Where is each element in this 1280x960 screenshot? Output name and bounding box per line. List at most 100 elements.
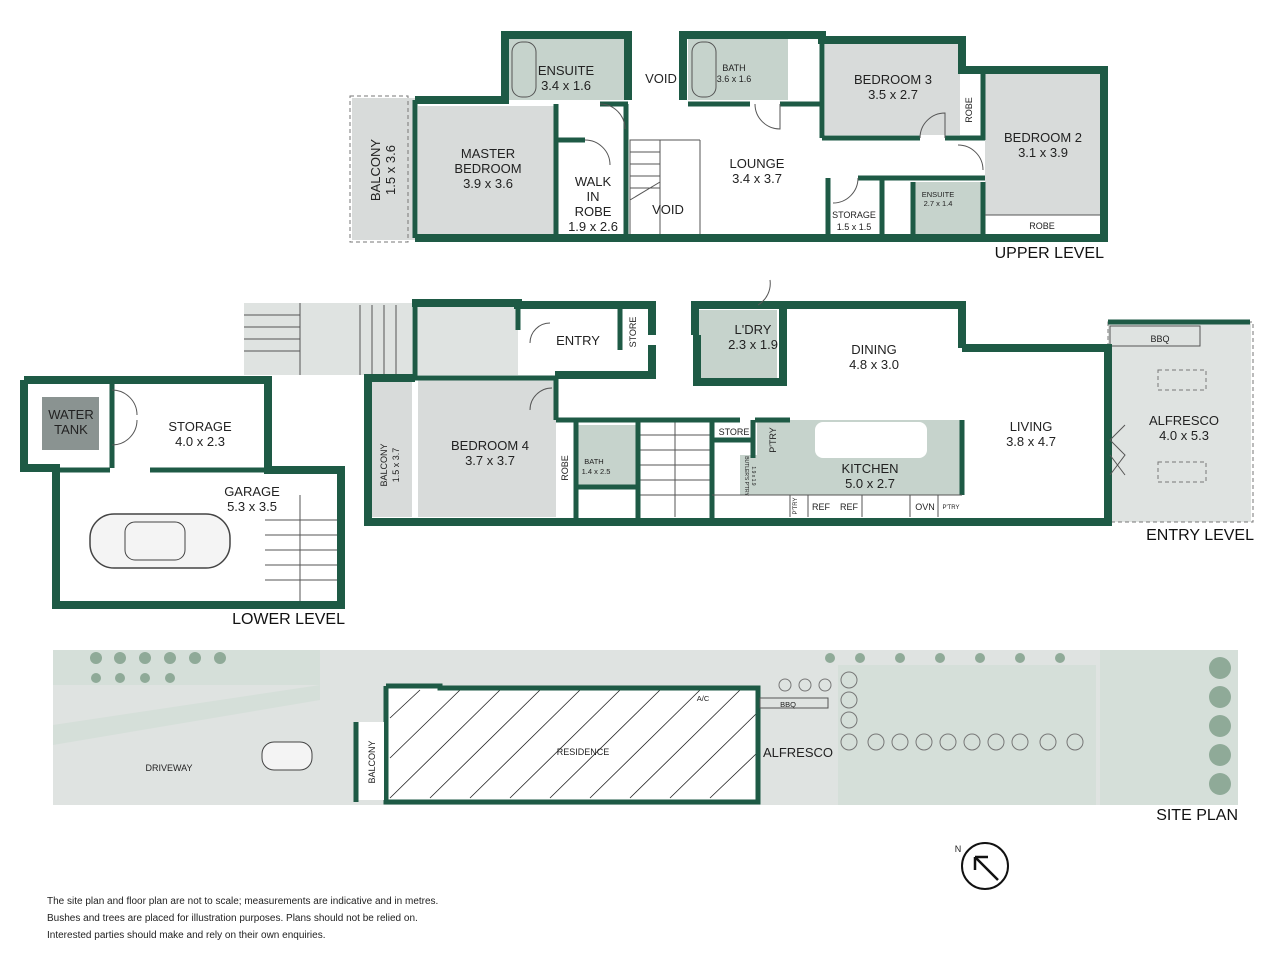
wir-label: WALK (575, 174, 612, 189)
wir-label-2: IN (587, 189, 600, 204)
master-bedroom-label-2: BEDROOM (454, 161, 521, 176)
bedroom2-label: BEDROOM 2 (1004, 130, 1082, 145)
entry-stairs (640, 419, 710, 517)
alfresco-label: ALFRESCO (1149, 413, 1219, 428)
north-label: N (955, 844, 962, 854)
compass: N (955, 842, 1009, 890)
garage-label: GARAGE (224, 484, 280, 499)
bedroom3-label: BEDROOM 3 (854, 72, 932, 87)
ensuite2-dims: 2.7 x 1.4 (924, 199, 953, 208)
upper-stairs (629, 139, 701, 236)
kitchen-dims: 5.0 x 2.7 (845, 476, 895, 491)
store-label: STORE (628, 317, 638, 348)
entry-balcony-room (370, 380, 412, 517)
water-tank-label: WATER (48, 407, 94, 422)
disclaimer: The site plan and floor plan are not to … (47, 893, 438, 944)
ensuite-dims: 3.4 x 1.6 (541, 78, 591, 93)
living-dims: 3.8 x 4.7 (1006, 434, 1056, 449)
bedroom3-room (825, 42, 960, 135)
water-tank-label-2: TANK (54, 422, 88, 437)
ensuite-room (505, 35, 628, 100)
pantry-label: P'TRY (793, 497, 799, 514)
lounge-label: LOUNGE (730, 156, 785, 171)
driveway-label: DRIVEWAY (145, 763, 192, 773)
upper-level-title: UPPER LEVEL (995, 245, 1104, 262)
robe-label: ROBE (964, 97, 974, 123)
master-bedroom-label: MASTER (461, 146, 515, 161)
lower-level: WATER TANK STORAGE 4.0 x 2.3 GARAGE 5.3 … (20, 376, 345, 628)
store-label: STORE (719, 427, 750, 437)
entry-bath-room (578, 425, 636, 485)
balcony-label: BALCONY (367, 740, 377, 783)
bedroom3-dims: 3.5 x 2.7 (868, 87, 918, 102)
ac-label: A/C (697, 694, 710, 703)
master-bedroom-room (418, 106, 556, 236)
upper-balcony-room (352, 98, 415, 240)
site-plan: DRIVEWAY BALCONY RESIDENCE A/C BBQ ALFRE… (53, 650, 1238, 824)
void-label: VOID (645, 71, 677, 86)
robe-label: ROBE (560, 455, 570, 481)
lower-level-title: LOWER LEVEL (232, 611, 345, 628)
pantry-label: P'TRY (942, 505, 959, 511)
upper-level: ENSUITE 3.4 x 1.6 VOID BATH 3.6 x 1.6 BE… (349, 31, 1108, 262)
master-bedroom-dims: 3.9 x 3.6 (463, 176, 513, 191)
residence-hatch (389, 689, 757, 799)
alfresco-room (1108, 322, 1251, 522)
kitchen-label: KITCHEN (841, 461, 898, 476)
bedroom4-dims: 3.7 x 3.7 (465, 453, 515, 468)
storage-label: STORAGE (168, 419, 232, 434)
bedroom4-label: BEDROOM 4 (451, 438, 529, 453)
disclaimer-line: Bushes and trees are placed for illustra… (47, 913, 418, 924)
storage-dims: 4.0 x 2.3 (175, 434, 225, 449)
disclaimer-line: The site plan and floor plan are not to … (47, 896, 439, 907)
alfresco-dims: 4.0 x 5.3 (1159, 428, 1209, 443)
site-plan-title: SITE PLAN (1156, 807, 1238, 824)
butlers-pantry-label: BUTLER'S P'TRY (743, 456, 749, 496)
laundry-label: L'DRY (735, 322, 772, 337)
entry-level: ENTRY STORE L'DRY 2.3 x 1.9 DINING 4.8 x… (244, 279, 1254, 544)
lounge-dims: 3.4 x 3.7 (732, 171, 782, 186)
bedroom4-room (418, 380, 556, 517)
ensuite-label: ENSUITE (538, 63, 595, 78)
laundry-room (697, 310, 777, 382)
wir-label-3: ROBE (575, 204, 612, 219)
car-icon (261, 741, 313, 771)
bath-label: BATH (584, 457, 603, 466)
bedroom2-dims: 3.1 x 3.9 (1018, 145, 1068, 160)
water-tank (42, 397, 99, 450)
bath-room (688, 35, 788, 100)
north-arrow-icon (973, 855, 999, 881)
ensuite2-room (915, 182, 983, 236)
storage-label: STORAGE (832, 210, 876, 220)
alfresco-label: ALFRESCO (763, 745, 833, 760)
entry-level-title: ENTRY LEVEL (1146, 527, 1254, 544)
void-label: VOID (652, 202, 684, 217)
bath-label: BATH (722, 63, 745, 73)
balcony-label: BALCONY (379, 443, 389, 486)
balcony-dims: 1.5 x 3.7 (391, 448, 401, 483)
robe-label: ROBE (1029, 221, 1055, 231)
balcony-label: BALCONY (368, 139, 383, 201)
ensuite2-label: ENSUITE (922, 190, 955, 199)
bedroom2-room (985, 72, 1100, 215)
bbq-label: BBQ (1150, 334, 1169, 344)
fridge-label: REF (812, 502, 831, 512)
living-label: LIVING (1010, 419, 1053, 434)
wir-dims: 1.9 x 2.6 (568, 219, 618, 234)
laundry-dims: 2.3 x 1.9 (728, 337, 778, 352)
bath-dims: 1.4 x 2.5 (582, 467, 611, 476)
car-icon (89, 513, 231, 569)
fridge-label: REF (840, 502, 859, 512)
oven-label: OVN (915, 502, 935, 512)
dining-dims: 4.8 x 3.0 (849, 357, 899, 372)
bbq-label: BBQ (780, 700, 796, 709)
storage-dims: 1.5 x 1.5 (837, 222, 872, 232)
balcony-dims: 1.5 x 3.6 (383, 145, 398, 195)
disclaimer-line: Interested parties should make and rely … (47, 930, 326, 941)
garage-dims: 5.3 x 3.5 (227, 499, 277, 514)
entry-label: ENTRY (556, 333, 600, 348)
void-room (640, 55, 683, 100)
butlers-pantry-dims: 1.9 x 1.9 (750, 466, 756, 485)
bath-dims: 3.6 x 1.6 (717, 74, 752, 84)
